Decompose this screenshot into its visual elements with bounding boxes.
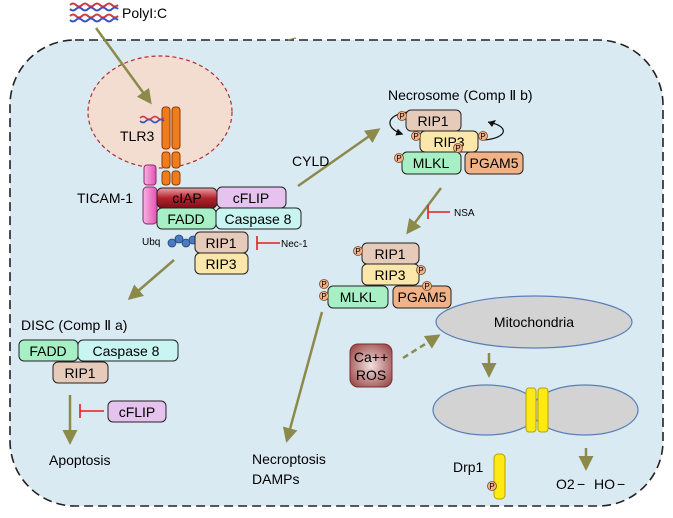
ticam1-label: TICAM-1	[77, 190, 133, 206]
rip1-label-lower: RIP1	[374, 246, 405, 262]
pgam5-box-necrosome	[464, 151, 524, 175]
ho-label: HO	[594, 476, 615, 492]
ciap-label: cIAP	[172, 190, 202, 206]
necroptosis-label: Necroptosis	[252, 451, 326, 467]
mitochondria-fragment-left	[432, 384, 540, 436]
ca-ros-box	[349, 343, 393, 388]
polyic-label: PolyI:C	[122, 5, 167, 21]
rip1-label-necrosome: RIP1	[417, 113, 448, 129]
arrow-to-necroptosis	[282, 311, 324, 443]
necrosome-title: Necrosome (Comp Ⅱ b)	[388, 87, 533, 103]
caspase8-box	[215, 207, 302, 230]
fadd-label: FADD	[167, 211, 204, 227]
phospho-p-label: P	[321, 280, 326, 289]
caspase8-label: Caspase 8	[225, 211, 292, 227]
rip3-label-lower: RIP3	[374, 267, 405, 283]
mitochondria	[435, 295, 633, 349]
caspase8-box-disc	[77, 339, 179, 362]
o2-label: O2	[556, 476, 575, 492]
dsrna-bound-icon	[139, 115, 165, 124]
rip1-label-complex1: RIP1	[205, 235, 236, 251]
drp1-ring-right	[537, 387, 549, 433]
ca-label: Ca++	[354, 349, 388, 365]
phospho-p-label: P	[413, 132, 418, 141]
drp1-label: Drp1	[453, 459, 484, 475]
rip1-label-disc: RIP1	[64, 365, 95, 381]
pgam5-box-lower	[392, 285, 452, 309]
arrow-necrosome-down	[406, 187, 442, 235]
phospho-p-label: P	[480, 132, 485, 141]
arrow-ca-to-mito	[402, 334, 441, 360]
phospho-p-label: P	[418, 266, 423, 275]
phospho-p-label: P	[424, 282, 429, 291]
rip3-box-lower	[361, 263, 420, 286]
pgam5-label-lower: PGAM5	[397, 289, 446, 305]
arrow-ligand-to-tlr3	[94, 27, 152, 105]
arrow-to-necrosome	[297, 128, 381, 188]
cyld-label: CYLD	[292, 153, 329, 169]
endosome	[87, 55, 233, 169]
rip1-box-disc	[52, 361, 109, 384]
phospho-p-label: P	[355, 247, 360, 256]
ticam1-block-lower	[142, 186, 158, 225]
ho-charge: −	[617, 476, 625, 492]
o2-charge: −	[577, 476, 585, 492]
nsa-label: NSA	[454, 208, 475, 219]
phospho-p-label: P	[455, 144, 460, 153]
tlr3-label: TLR3	[120, 128, 154, 144]
membrane-mark	[287, 37, 297, 41]
ticam1-block	[143, 164, 157, 186]
disc-title: DISC (Comp Ⅱ a)	[21, 317, 127, 333]
polyic-icon	[69, 2, 119, 23]
mlkl-label-necrosome: MLKL	[413, 155, 450, 171]
phospho-markers-necrosome: P P P P P	[394, 111, 488, 163]
damps-label: DAMPs	[252, 471, 299, 487]
phospho-p-label: P	[399, 112, 404, 121]
ros-label: ROS	[356, 367, 386, 383]
apoptosis-label: Apoptosis	[49, 452, 110, 468]
pgam5-label-necrosome: PGAM5	[469, 155, 518, 171]
fadd-label-disc: FADD	[29, 343, 66, 359]
phospho-p-label: P	[321, 292, 326, 301]
mlkl-label-lower: MLKL	[340, 289, 377, 305]
caspase8-label-disc: Caspase 8	[93, 343, 160, 359]
cflip-label-top: cFLIP	[233, 190, 270, 206]
rip3-box-complex1	[194, 252, 249, 275]
drp1-phospho	[487, 481, 497, 491]
rip3-label-complex1: RIP3	[205, 256, 236, 272]
mlkl-box-necrosome	[401, 151, 462, 175]
cflip-label-disc: cFLIP	[119, 404, 156, 420]
drp1-ring-left	[525, 387, 537, 433]
phospho-p-label: P	[489, 482, 494, 491]
phospho-p-label: P	[396, 154, 401, 163]
nec1-label: Nec-1	[281, 239, 308, 250]
tlr3-receptor	[161, 106, 181, 186]
mitochondria-label: Mitochondria	[494, 314, 574, 330]
drp1-protein	[493, 453, 506, 500]
phospho-markers-lower: P P P P P	[319, 246, 432, 301]
ubq-label: Ubq	[142, 237, 160, 248]
arrow-to-disc	[127, 259, 175, 300]
cflip-box-disc	[107, 400, 167, 423]
